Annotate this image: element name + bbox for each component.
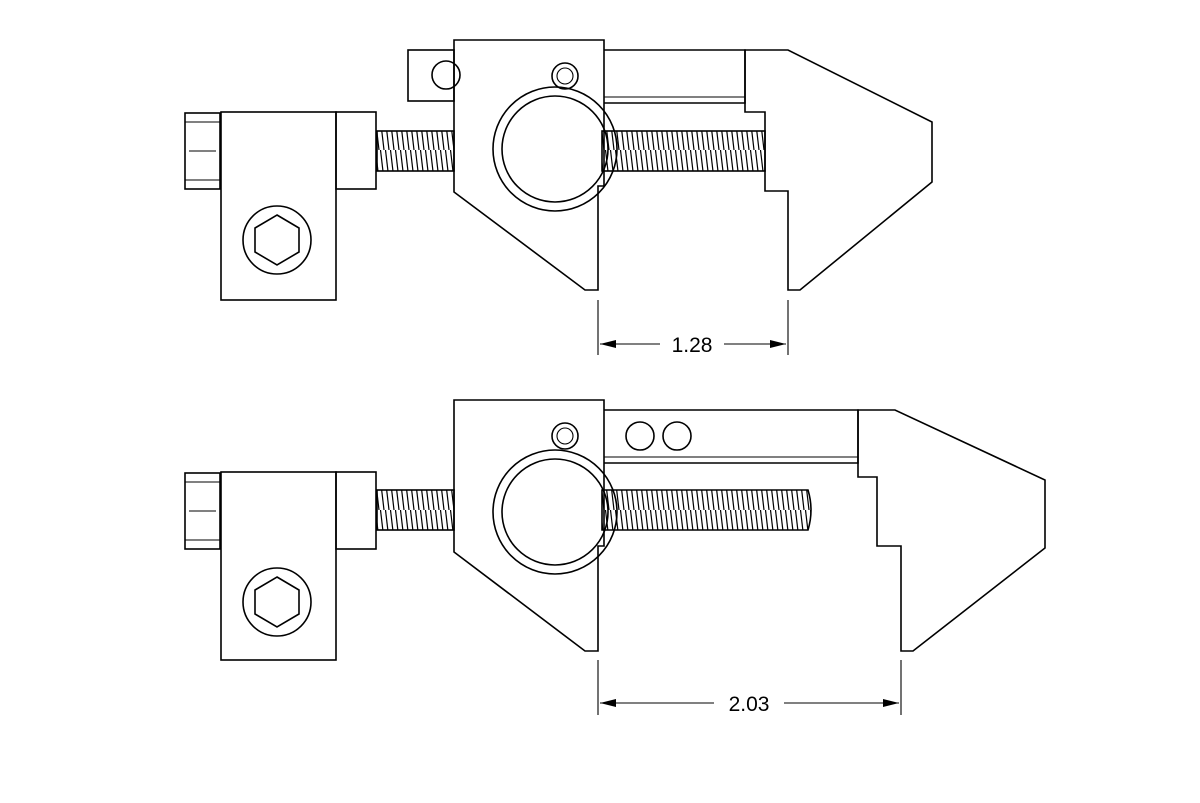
collar [335,471,377,550]
hex-nut [184,472,221,550]
left-block [220,471,337,661]
left-block [220,111,337,301]
ring-pin [492,62,618,212]
collar [335,111,377,190]
fixed-jaw [453,399,605,652]
fixed-jaw [453,39,605,291]
tab [407,49,461,102]
dimension-label-closed: 1.28 [672,334,713,357]
threaded-rod [376,130,766,172]
clamp-open-view: 2.03 [184,399,1046,716]
dimension-label-open: 2.03 [729,693,770,716]
movable-jaw [744,49,933,291]
hex-nut [184,112,221,190]
rail [604,409,859,464]
clamp-closed-view: 1.28 [184,39,933,357]
rail [604,49,746,104]
movable-jaw [857,409,1046,652]
dimension-open: 2.03 [597,660,902,716]
threaded-rod [376,489,812,531]
ring-pin [492,422,618,575]
dimension-closed: 1.28 [597,300,789,357]
